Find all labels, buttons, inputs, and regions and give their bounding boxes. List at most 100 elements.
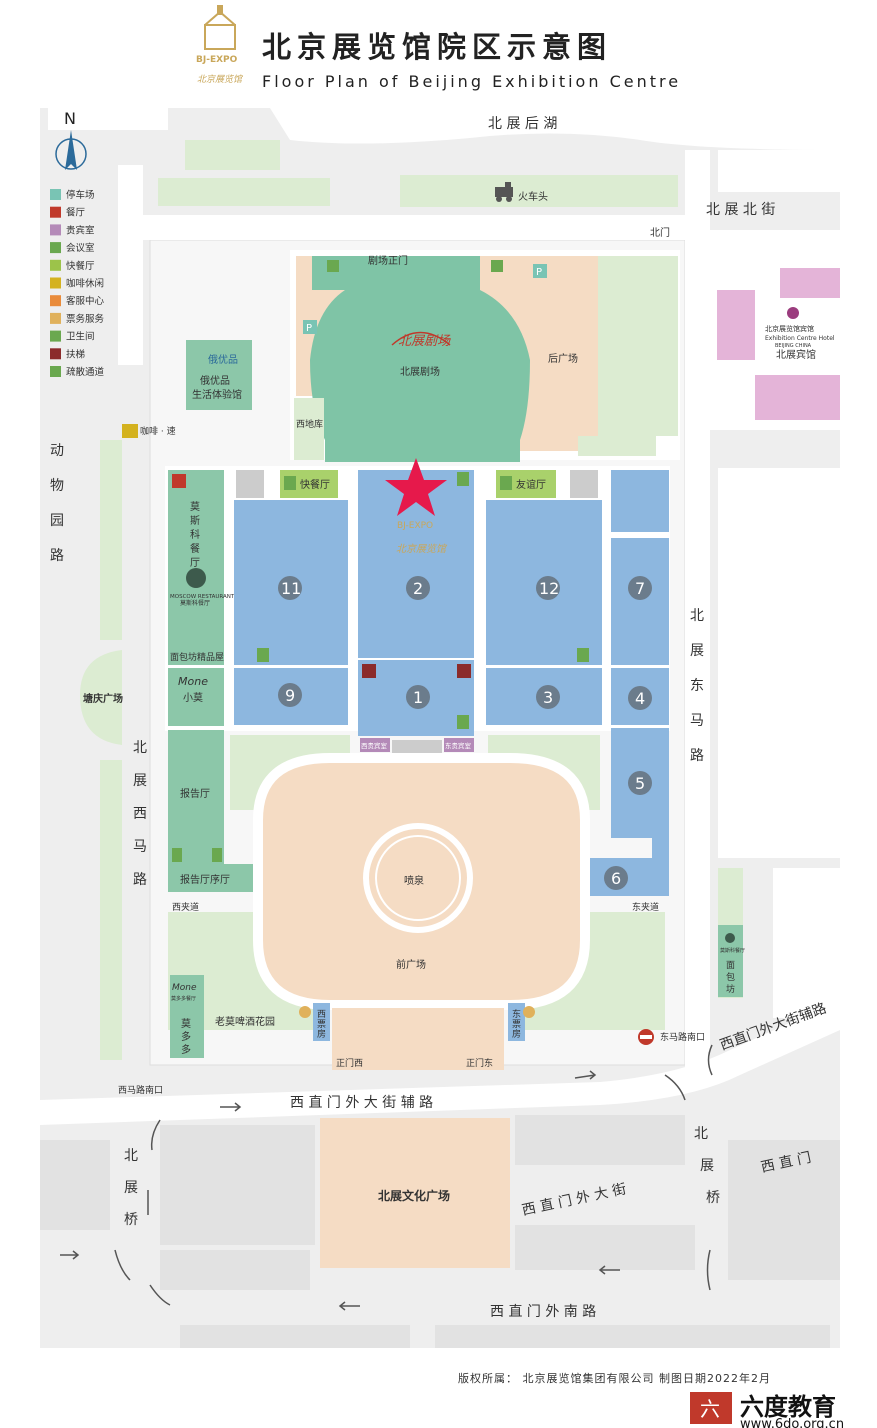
hall-marker-3: 3 [536, 685, 560, 709]
theater-label: 北展剧场 [400, 365, 440, 378]
hotel-logo-name: 北京展览馆宾馆 [765, 324, 814, 333]
east-vip-label: 东贵宾室 [445, 741, 472, 750]
restroom-icon [50, 330, 61, 342]
hall-number: 11 [281, 579, 301, 598]
road-block [515, 1115, 685, 1165]
east-ticket-2: 票 [512, 1019, 521, 1030]
legend-label: 餐厅 [66, 207, 86, 219]
legend-item: 停车场 [50, 189, 95, 201]
road-char: 物 [50, 478, 64, 494]
evacuation-icon [50, 366, 61, 377]
legend-label: 快餐厅 [66, 260, 95, 272]
moscow-label-3: 科 [190, 528, 200, 541]
moscow-label-1: 莫 [190, 501, 200, 513]
west-vip-room [360, 738, 390, 752]
theater-logo: 北展剧场 [391, 331, 451, 349]
compass-n-label: N [64, 109, 76, 128]
road-char: 西 [133, 806, 147, 822]
arrow-left-icon [598, 1265, 620, 1275]
hotel-label: 北展宾馆 [776, 348, 816, 361]
page-title: 北京展览馆院区示意图 [262, 30, 612, 64]
legend-item: 贵宾室 [50, 224, 95, 236]
west-warehouse-label: 西地库 [296, 418, 323, 430]
legend-label: 客服中心 [66, 295, 105, 307]
arrow-curve-icon [114, 1249, 131, 1281]
copyright-text: 版权所属： 北京展览馆集团有限公司 制图日期2022年2月 [458, 1371, 771, 1385]
hall-number: 5 [635, 774, 645, 793]
legend-label: 贵宾室 [66, 224, 95, 236]
hall-marker-2: 2 [406, 576, 430, 600]
tangqing-label: 塘庆广场 [83, 692, 123, 705]
arrow-curve-icon [706, 1249, 711, 1291]
hall-6-annex [652, 838, 669, 896]
building-block [118, 165, 143, 365]
building-block [773, 868, 840, 1018]
north-compass: N [55, 109, 87, 170]
watermark-url: www.6do.org.cn [740, 1417, 844, 1428]
hall-number: 7 [635, 579, 645, 598]
legend-item: 疏散通道 [50, 366, 105, 378]
momo-sub: 莫多多餐厅 [171, 995, 196, 1002]
road-block [435, 1325, 830, 1348]
road-char: 动 [50, 443, 64, 459]
restroom-icon [577, 648, 589, 662]
logo-script: 北京展览馆 [197, 74, 244, 85]
hall-7 [611, 538, 669, 665]
west-ticket-2: 票 [317, 1019, 326, 1030]
north-lake-label: 北 展 后 湖 [488, 116, 557, 132]
lawn-area [185, 140, 280, 170]
legend-item: 卫生间 [50, 330, 95, 343]
road-char: 展 [124, 1180, 138, 1196]
hall-number: 6 [611, 869, 621, 888]
road-block [515, 1225, 695, 1270]
roof-block [236, 470, 264, 498]
beizhan-north-street-label: 北 展 北 街 [706, 202, 775, 218]
west-ma-gate-label: 西马路南口 [118, 1084, 163, 1096]
hotel-logo-icon [787, 307, 799, 319]
escalator-icon [457, 664, 471, 678]
west-ticket-3: 房 [317, 1028, 326, 1040]
road-char: 北 [690, 608, 704, 624]
legend-label: 票务服务 [66, 313, 105, 325]
momo-logo: Mone [172, 983, 197, 993]
tangqing-plaza [80, 650, 122, 745]
hall-marker-9: 9 [278, 683, 302, 707]
hall-marker-4: 4 [628, 686, 652, 710]
west-ma-road-label: 北 展 西 马 路 [133, 740, 147, 888]
road-char: 马 [133, 839, 147, 855]
you-are-here-star-icon [385, 458, 447, 516]
building-block [718, 468, 840, 858]
legend-label: 扶梯 [66, 348, 86, 360]
hall-marker-11: 11 [278, 576, 302, 600]
hotel-building [755, 375, 840, 420]
moscow-restaurant [168, 470, 224, 665]
hall-number: 3 [543, 688, 553, 707]
moscow-cn: 莫斯科餐厅 [180, 599, 210, 607]
road-char: 路 [690, 748, 704, 764]
road-char: 北 [133, 740, 147, 756]
xiaomo-logo: Mone [178, 675, 208, 688]
escalator-icon [50, 348, 61, 360]
roof-block [570, 470, 598, 498]
bakery-label: 面包坊精品屋 [170, 651, 224, 663]
hall-marker-7: 7 [628, 576, 652, 600]
eyoupin-label-1: 俄优品 [200, 374, 230, 387]
lawn-area [158, 178, 330, 206]
hotel-building [780, 268, 840, 298]
culture-plaza-label: 北展文化广场 [378, 1188, 450, 1203]
arrow-curve-icon [149, 1284, 171, 1306]
legend-item: 客服中心 [50, 295, 105, 307]
hotel-logo-en: Exhibition Centre Hotel [765, 335, 835, 342]
locomotive-label: 火车头 [518, 190, 548, 203]
north-road [125, 215, 700, 240]
coffee-icon [122, 424, 138, 438]
road-char: 马 [690, 713, 704, 729]
ticket-icon [523, 1006, 535, 1018]
restaurant-icon [172, 474, 186, 488]
locomotive-icon [495, 182, 513, 202]
coffee-label: 咖啡 · 速 [140, 425, 176, 437]
lawn-area [598, 256, 678, 436]
bj-expo-logo: BJ-EXPO 北京展览馆 [196, 5, 244, 85]
west-vip-label: 西贵宾室 [361, 741, 388, 750]
